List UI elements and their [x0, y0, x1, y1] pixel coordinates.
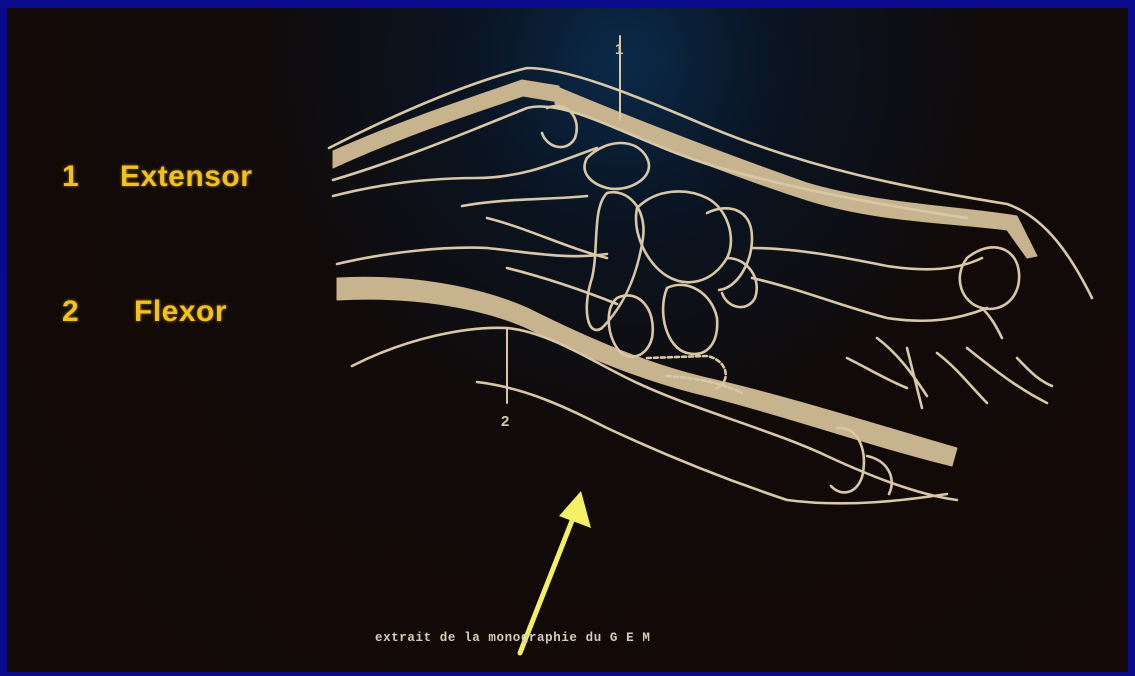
branch-line: [982, 308, 1002, 338]
carpal-bone: [722, 258, 757, 307]
metacarpal: [752, 248, 982, 269]
branch-line: [1017, 358, 1052, 386]
dorsal-skin-line: [333, 148, 597, 196]
carpal-bone: [663, 285, 717, 354]
branch-line: [907, 348, 922, 408]
carpal-bone: [636, 191, 731, 282]
proximal-line: [462, 196, 587, 206]
metacarpal-head: [960, 247, 1019, 309]
branch-line: [937, 353, 987, 403]
source-caption: extrait de la monographie du G E M: [375, 631, 650, 645]
dorsal-outline: [329, 68, 1092, 298]
wrist-line: [487, 218, 607, 258]
diagram-label-1: 1: [615, 41, 623, 58]
carpal-bone: [542, 106, 577, 147]
proximal-line: [337, 248, 607, 264]
arrow-pointer: [520, 491, 591, 653]
hand-anatomy-diagram: 1 2: [7, 8, 1128, 672]
ventral-outline: [352, 328, 957, 500]
wrist-line: [507, 268, 617, 304]
metacarpal: [752, 278, 987, 321]
extensor-tendon-distal: [555, 86, 1037, 258]
diagram-label-2: 2: [501, 413, 509, 430]
branch-line: [847, 358, 907, 388]
